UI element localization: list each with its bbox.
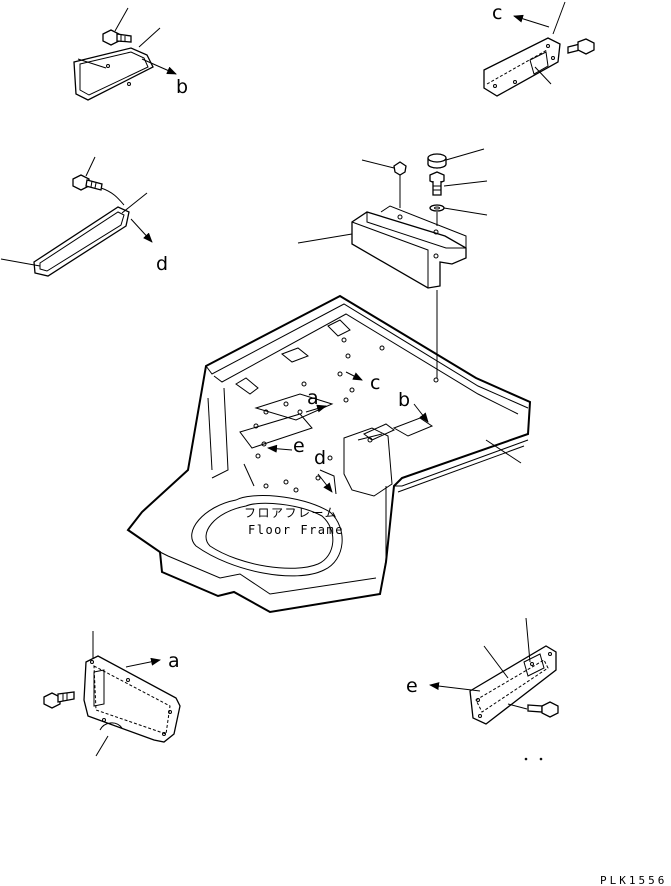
bolt-icon — [567, 38, 595, 55]
drawing-code: PLK1556 — [600, 874, 667, 886]
view-letter-a-bottom: a — [168, 650, 180, 672]
detail-d-group: d — [0, 156, 168, 277]
bolt-icon — [429, 171, 445, 196]
top-cover-icon — [351, 205, 467, 289]
view-letter-b-frame: b — [398, 389, 410, 411]
view-letter-d-left: d — [156, 253, 168, 275]
bolt-icon — [72, 174, 103, 191]
view-letter-b-top: b — [176, 76, 188, 98]
view-letter-c-top: c — [492, 2, 502, 24]
detail-e-group: e — [406, 617, 559, 761]
view-letter-c-frame: c — [370, 372, 380, 394]
bolt-icon — [102, 29, 132, 46]
bracket-c-icon — [483, 37, 561, 97]
floor-frame-icon — [126, 294, 532, 614]
floor-frame-group: c a b e d フロアフレーム Floor Frame — [126, 294, 532, 614]
detail-c-group: c — [483, 1, 595, 97]
cover-plate-a-icon — [83, 655, 181, 743]
bolt-icon — [527, 701, 559, 718]
view-letter-e-frame: e — [293, 435, 305, 457]
caption-japanese: フロアフレーム — [244, 506, 338, 520]
view-letter-e-bottom: e — [406, 675, 418, 697]
washer-icon — [429, 204, 445, 212]
bracket-e-icon — [469, 645, 557, 725]
grommet-icon — [393, 161, 407, 176]
detail-b-group: b — [73, 7, 188, 101]
cover-plate-b-icon — [73, 47, 154, 101]
view-letter-d-frame: d — [314, 447, 326, 469]
top-cover-group — [297, 148, 488, 378]
detail-a-group: a — [43, 631, 181, 757]
caption-english: Floor Frame — [248, 523, 344, 537]
cap-icon — [427, 153, 447, 169]
view-letter-a-frame: a — [307, 387, 319, 409]
cover-plate-d-icon — [33, 206, 130, 277]
bolt-icon — [43, 691, 75, 709]
